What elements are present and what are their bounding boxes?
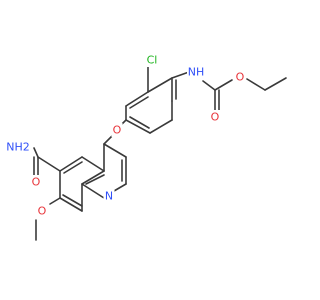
bond	[81, 183, 105, 199]
bond	[37, 156, 61, 172]
atom-label-cl: Cl	[147, 54, 158, 67]
bond	[171, 71, 190, 79]
atom-label-background	[187, 65, 205, 79]
bond	[103, 143, 127, 158]
atom-label-o-amide: O	[32, 176, 41, 189]
bond-layer	[33, 65, 287, 241]
atom-label-o-carbonyl: O	[211, 111, 220, 124]
bond	[59, 156, 83, 172]
bond	[49, 197, 61, 205]
bond	[125, 119, 151, 134]
bond	[85, 174, 105, 185]
bond	[149, 119, 173, 134]
bond	[81, 170, 105, 185]
atom-label-o-ether: O	[113, 124, 122, 137]
atom-label-background	[30, 175, 42, 189]
bond	[103, 135, 113, 145]
atom-label-background	[103, 189, 115, 203]
bond	[246, 78, 266, 91]
bond	[129, 96, 149, 109]
atom-label-background	[234, 70, 246, 84]
bond	[214, 79, 233, 91]
bond	[62, 194, 83, 207]
atom-label-n-quinoline: N	[105, 190, 113, 203]
atom-label-background	[209, 110, 221, 124]
atom-label-background	[36, 204, 48, 218]
atom-label-nh2-amide: NH2	[6, 141, 30, 154]
bond	[59, 197, 83, 212]
atom-label-o-ester: O	[236, 71, 245, 84]
bond	[81, 156, 105, 172]
bond	[147, 77, 173, 93]
atom-label-nh-carbamate: NH	[188, 66, 205, 79]
bond	[63, 161, 83, 174]
atom-label-o-methoxy: O	[38, 205, 47, 218]
atom-label-background	[143, 53, 161, 67]
atom-label-background	[111, 123, 123, 137]
bond	[264, 77, 287, 91]
bond	[33, 147, 39, 158]
atom-label-background	[5, 140, 31, 154]
bond	[113, 183, 127, 192]
bond	[125, 91, 149, 107]
bond	[202, 80, 216, 91]
bond	[129, 116, 150, 129]
bond	[121, 119, 127, 125]
